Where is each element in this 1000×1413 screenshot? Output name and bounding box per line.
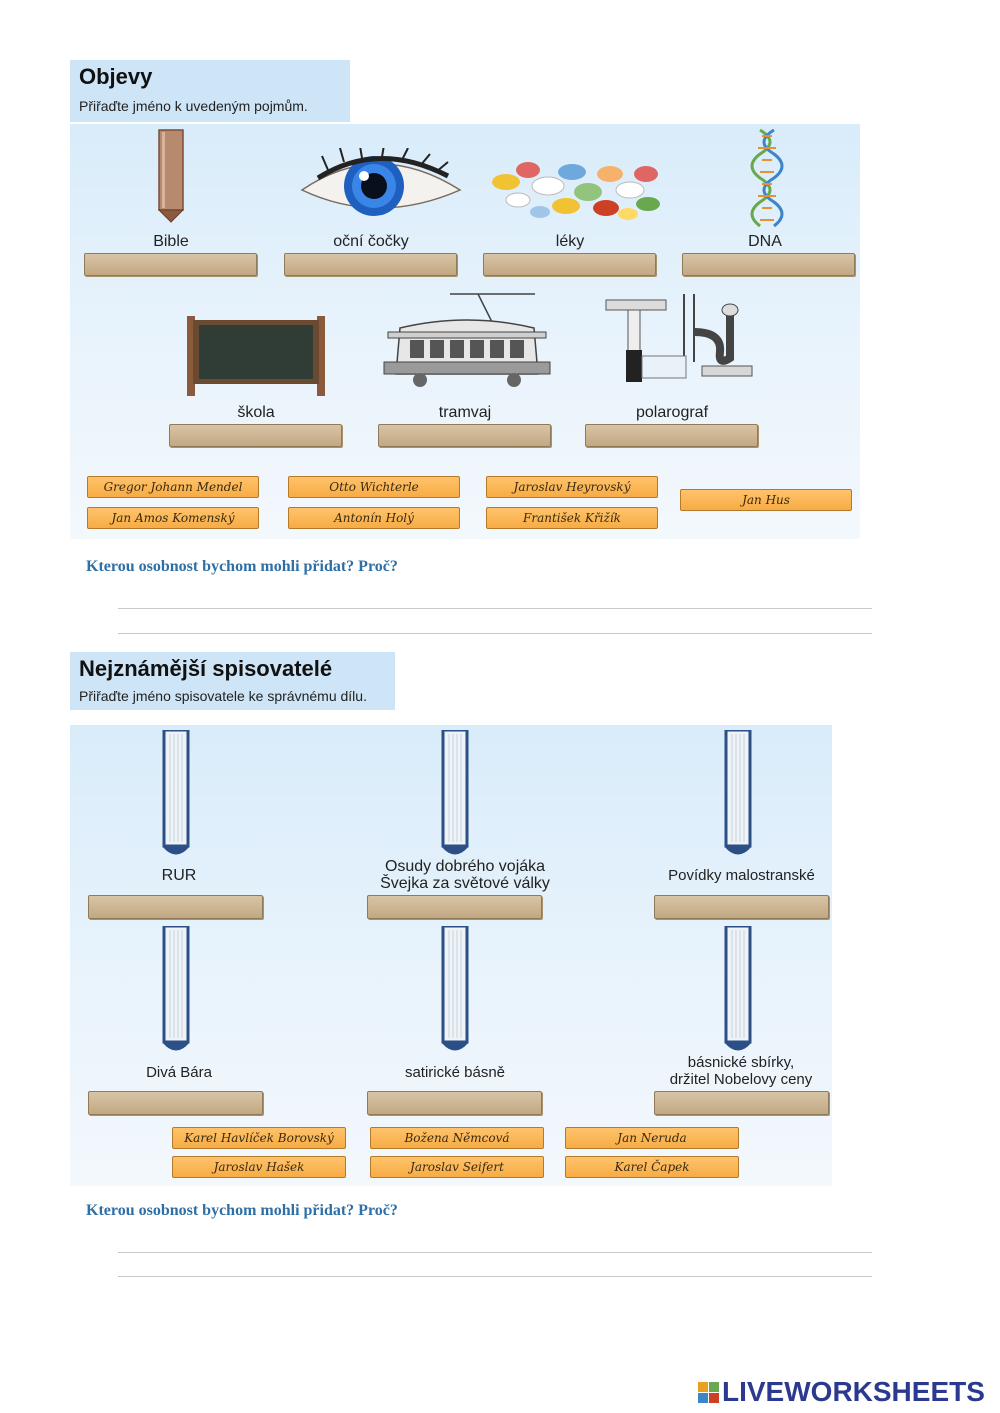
name-tag[interactable]: Gregor Johann Mendel: [87, 476, 259, 498]
section1-header: Objevy Přiřaďte jméno k uvedeným pojmům.: [70, 60, 350, 122]
eye-icon: [300, 148, 462, 216]
logo-text: LIVEWORKSHEETS: [722, 1376, 985, 1407]
answer-line[interactable]: [118, 608, 872, 609]
name-tag[interactable]: Jan Hus: [680, 489, 852, 511]
item-label-polarograph: polarograf: [635, 404, 709, 421]
work-label-rur: RUR: [161, 867, 197, 884]
tram-icon: [383, 293, 551, 387]
book-icon: [724, 730, 752, 855]
name-tag[interactable]: Karel Čapek: [565, 1156, 739, 1178]
section2-question: Kterou osobnost bychom mohli přidat? Pro…: [86, 1202, 398, 1219]
name-tag[interactable]: Antonín Holý: [288, 507, 460, 529]
book-icon: [157, 129, 185, 223]
section2-header: Nejznámější spisovatelé Přiřaďte jméno s…: [70, 652, 395, 710]
name-tag[interactable]: Jan Amos Komenský: [87, 507, 259, 529]
answer-line[interactable]: [118, 633, 872, 634]
answer-slot-school[interactable]: [169, 424, 342, 447]
dna-icon: [750, 128, 784, 228]
work-label-povidky: Povídky malostranské: [668, 867, 815, 884]
chalkboard-icon: [187, 316, 325, 396]
name-tag[interactable]: Jaroslav Hašek: [172, 1156, 346, 1178]
name-tag[interactable]: Jaroslav Heyrovský: [486, 476, 658, 498]
work-label-satiricke-basne: satirické básně: [404, 1064, 506, 1081]
answer-slot-polarograph[interactable]: [585, 424, 758, 447]
section2-title: Nejznámější spisovatelé: [79, 656, 333, 681]
section1-question: Kterou osobnost bychom mohli přidat? Pro…: [86, 558, 398, 575]
section2-instruction: Přiřaďte jméno spisovatele ke správnému …: [79, 688, 367, 704]
liveworksheets-logo[interactable]: LIVEWORKSHEETS: [698, 1376, 985, 1408]
name-tag[interactable]: Božena Němcová: [370, 1127, 544, 1149]
answer-slot-rur[interactable]: [88, 895, 263, 919]
item-label-school: škola: [237, 404, 275, 421]
answer-slot-svejk[interactable]: [367, 895, 542, 919]
item-label-bible: Bible: [153, 233, 189, 250]
answer-slot-bible[interactable]: [84, 253, 257, 276]
pills-icon: [492, 162, 660, 220]
item-label-medicines: léky: [555, 233, 585, 250]
item-label-dna: DNA: [748, 233, 782, 250]
answer-slot-dna[interactable]: [682, 253, 855, 276]
book-icon: [162, 730, 190, 855]
answer-slot-tram[interactable]: [378, 424, 551, 447]
answer-line[interactable]: [118, 1276, 872, 1277]
book-icon: [724, 926, 752, 1051]
work-label-diva-bara: Divá Bára: [146, 1064, 212, 1081]
book-icon: [441, 730, 469, 855]
section1-title: Objevy: [79, 64, 153, 89]
item-label-tram: tramvaj: [438, 404, 492, 421]
answer-slot-eye-lenses[interactable]: [284, 253, 457, 276]
item-label-eye-lenses: oční čočky: [333, 233, 409, 250]
book-icon: [162, 926, 190, 1051]
logo-badge-icon: [698, 1381, 719, 1403]
answer-slot-diva-bara[interactable]: [88, 1091, 263, 1115]
answer-slot-povidky[interactable]: [654, 895, 829, 919]
name-tag[interactable]: Karel Havlíček Borovský: [172, 1127, 346, 1149]
work-label-basnicke-sbirky: básnické sbírky, držitel Nobelovy ceny: [669, 1054, 813, 1088]
work-label-svejk: Osudy dobrého vojáka Švejka za světové v…: [380, 858, 550, 892]
section1-instruction: Přiřaďte jméno k uvedeným pojmům.: [79, 98, 308, 114]
name-tag[interactable]: Jan Neruda: [565, 1127, 739, 1149]
polarograph-icon: [605, 294, 753, 382]
name-tag[interactable]: František Křižík: [486, 507, 658, 529]
answer-slot-satiricke-basne[interactable]: [367, 1091, 542, 1115]
name-tag[interactable]: Otto Wichterle: [288, 476, 460, 498]
answer-line[interactable]: [118, 1252, 872, 1253]
answer-slot-medicines[interactable]: [483, 253, 656, 276]
book-icon: [441, 926, 469, 1051]
answer-slot-basnicke-sbirky[interactable]: [654, 1091, 829, 1115]
name-tag[interactable]: Jaroslav Seifert: [370, 1156, 544, 1178]
